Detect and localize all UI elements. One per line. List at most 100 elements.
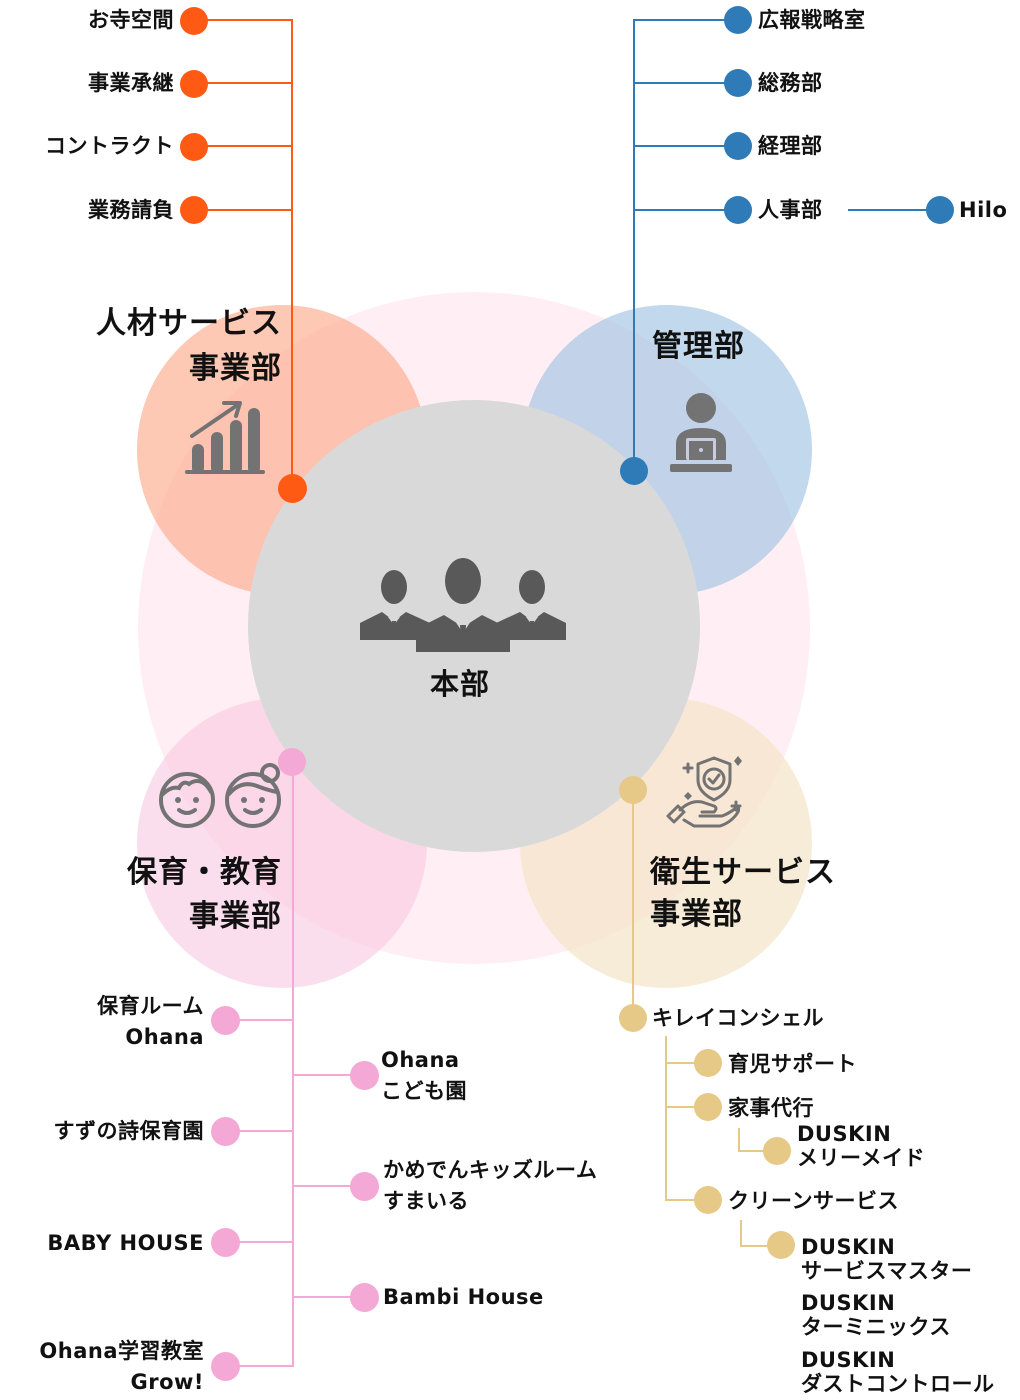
sanitation-subitem-line1: DUSKIN (801, 1348, 896, 1372)
sanitation-subitem-line2: サービスマスター (801, 1259, 973, 1283)
sanitation-item-label[interactable]: 家事代行 (728, 1096, 814, 1120)
hr-item-label[interactable]: お寺空間 (88, 8, 174, 32)
childcare-item-line2: Ohana (125, 1025, 204, 1049)
management-node-dot[interactable] (724, 132, 752, 160)
childcare-item-line1: 保育ルーム (97, 994, 204, 1018)
hilo-connector (848, 209, 940, 211)
management-connector-4 (634, 209, 738, 211)
sanitation-division-title: 衛生サービス (650, 855, 836, 890)
hr-connector-4 (193, 209, 292, 211)
childcare-left-connector-1 (228, 1019, 293, 1021)
childcare-item-line1: Ohana (381, 1048, 460, 1072)
childcare-node-dot[interactable] (350, 1172, 379, 1201)
childcare-item-line2: Grow! (130, 1370, 204, 1394)
sanitation-subitem-line2: メリーメイド (797, 1146, 926, 1170)
hilo-node-dot[interactable] (926, 196, 954, 224)
hr-connector-2 (193, 82, 292, 84)
childcare-node-dot[interactable] (350, 1061, 379, 1090)
business-team-icon (360, 558, 566, 652)
hr-division-title: 人材サービス (96, 306, 282, 341)
children-faces-icon (159, 763, 281, 828)
sanitation-subitem-label[interactable]: DUSKIN ダストコントロール (801, 1348, 995, 1396)
hr-node-dot[interactable] (180, 7, 208, 35)
sanitation-subitem-label[interactable]: DUSKIN サービスマスター (801, 1235, 972, 1283)
management-item-label[interactable]: 広報戦略室 (758, 8, 866, 32)
childcare-right-connector-1 (293, 1074, 365, 1076)
sanitation-subitem-line1: DUSKIN (801, 1235, 896, 1259)
childcare-division-subtitle: 事業部 (189, 899, 282, 934)
management-connector-2 (634, 82, 738, 84)
hr-item-label[interactable]: コントラクト (45, 134, 174, 158)
hr-item-label[interactable]: 業務請負 (88, 198, 174, 222)
kirei-concierge-dot[interactable] (619, 1004, 647, 1032)
childcare-item-line1: かめでんキッズルーム (383, 1158, 598, 1182)
childcare-node-dot[interactable] (350, 1283, 379, 1312)
childcare-item-label[interactable]: かめでんキッズルーム すまいる (383, 1155, 597, 1217)
childcare-item-label[interactable]: BABY HOUSE (47, 1231, 204, 1255)
childcare-item-label[interactable]: Ohana学習教室 Grow! (39, 1336, 204, 1398)
management-connector-vertical (633, 19, 635, 471)
sanitation-subitem-label[interactable]: DUSKIN ターミニックス (801, 1291, 951, 1339)
hr-node-dot[interactable] (180, 133, 208, 161)
hr-node-dot[interactable] (180, 196, 208, 224)
hr-connector-3 (193, 145, 292, 147)
childcare-item-label[interactable]: 保育ルーム Ohana (97, 991, 204, 1053)
management-item-label[interactable]: 経理部 (758, 134, 823, 158)
sanitation-node-dot[interactable] (694, 1093, 722, 1121)
childcare-item-label[interactable]: Bambi House (383, 1285, 544, 1309)
childcare-right-connector-3 (293, 1296, 365, 1298)
childcare-root-dot[interactable] (278, 748, 306, 776)
management-connector-3 (634, 145, 738, 147)
hilo-label[interactable]: Hilo (959, 198, 1008, 222)
sanitation-node-dot[interactable] (694, 1186, 722, 1214)
sanitation-connector-vertical (632, 790, 634, 1020)
sanitation-root-dot[interactable] (619, 776, 647, 804)
hr-node-dot[interactable] (180, 70, 208, 98)
childcare-node-dot[interactable] (211, 1117, 240, 1146)
management-division-title: 管理部 (652, 329, 745, 364)
growth-chart-icon (185, 401, 265, 474)
childcare-item-line2: こども園 (381, 1079, 467, 1103)
hr-item-label[interactable]: 事業承継 (88, 71, 174, 95)
childcare-item-line1: Ohana学習教室 (39, 1339, 204, 1363)
management-node-dot[interactable] (724, 6, 752, 34)
sanitation-subnode-dot[interactable] (767, 1231, 795, 1259)
sanitation-subitem-line1: DUSKIN (797, 1122, 892, 1146)
management-item-label[interactable]: 総務部 (758, 71, 823, 95)
cleaning-sub-connector (740, 1245, 770, 1247)
sanitation-division-subtitle: 事業部 (650, 897, 743, 932)
childcare-right-connector-2 (293, 1185, 365, 1187)
management-connector-1 (634, 19, 738, 21)
hr-connector-1 (193, 19, 292, 21)
person-laptop-icon (670, 393, 732, 472)
sanitation-subnode-dot[interactable] (763, 1137, 791, 1165)
childcare-division-title: 保育・教育 (127, 855, 282, 890)
management-item-label[interactable]: 人事部 (758, 198, 823, 222)
childcare-item-label[interactable]: Ohana こども園 (381, 1045, 467, 1107)
sanitation-subitem-label[interactable]: DUSKIN メリーメイド (797, 1122, 925, 1170)
management-node-dot[interactable] (724, 196, 752, 224)
childcare-node-dot[interactable] (211, 1352, 240, 1381)
sanitation-connector-1 (665, 1062, 705, 1064)
hr-root-dot[interactable] (278, 474, 307, 503)
kirei-concierge-label[interactable]: キレイコンシェル (652, 1006, 824, 1030)
childcare-left-connector-4 (228, 1365, 293, 1367)
childcare-item-line2: すまいる (383, 1189, 469, 1213)
sanitation-node-dot[interactable] (694, 1049, 722, 1077)
housework-sub-connector (738, 1150, 768, 1152)
headquarters-label: 本部 (430, 667, 491, 701)
management-node-dot[interactable] (724, 69, 752, 97)
sanitation-item-label[interactable]: クリーンサービス (728, 1189, 899, 1213)
management-root-dot[interactable] (620, 457, 648, 485)
childcare-node-dot[interactable] (211, 1228, 240, 1257)
childcare-node-dot[interactable] (211, 1006, 240, 1035)
childcare-left-connector-2 (228, 1130, 293, 1132)
hr-connector-vertical (291, 19, 293, 489)
sanitation-sub-vertical (665, 1036, 667, 1200)
sanitation-item-label[interactable]: 育児サポート (728, 1052, 857, 1076)
housework-sub-vertical (738, 1128, 740, 1152)
sanitation-subitem-line2: ダストコントロール (801, 1372, 995, 1396)
childcare-item-label[interactable]: すずの詩保育園 (53, 1119, 204, 1143)
sanitation-connector-3 (665, 1199, 705, 1201)
childcare-connector-vertical (292, 762, 294, 1367)
